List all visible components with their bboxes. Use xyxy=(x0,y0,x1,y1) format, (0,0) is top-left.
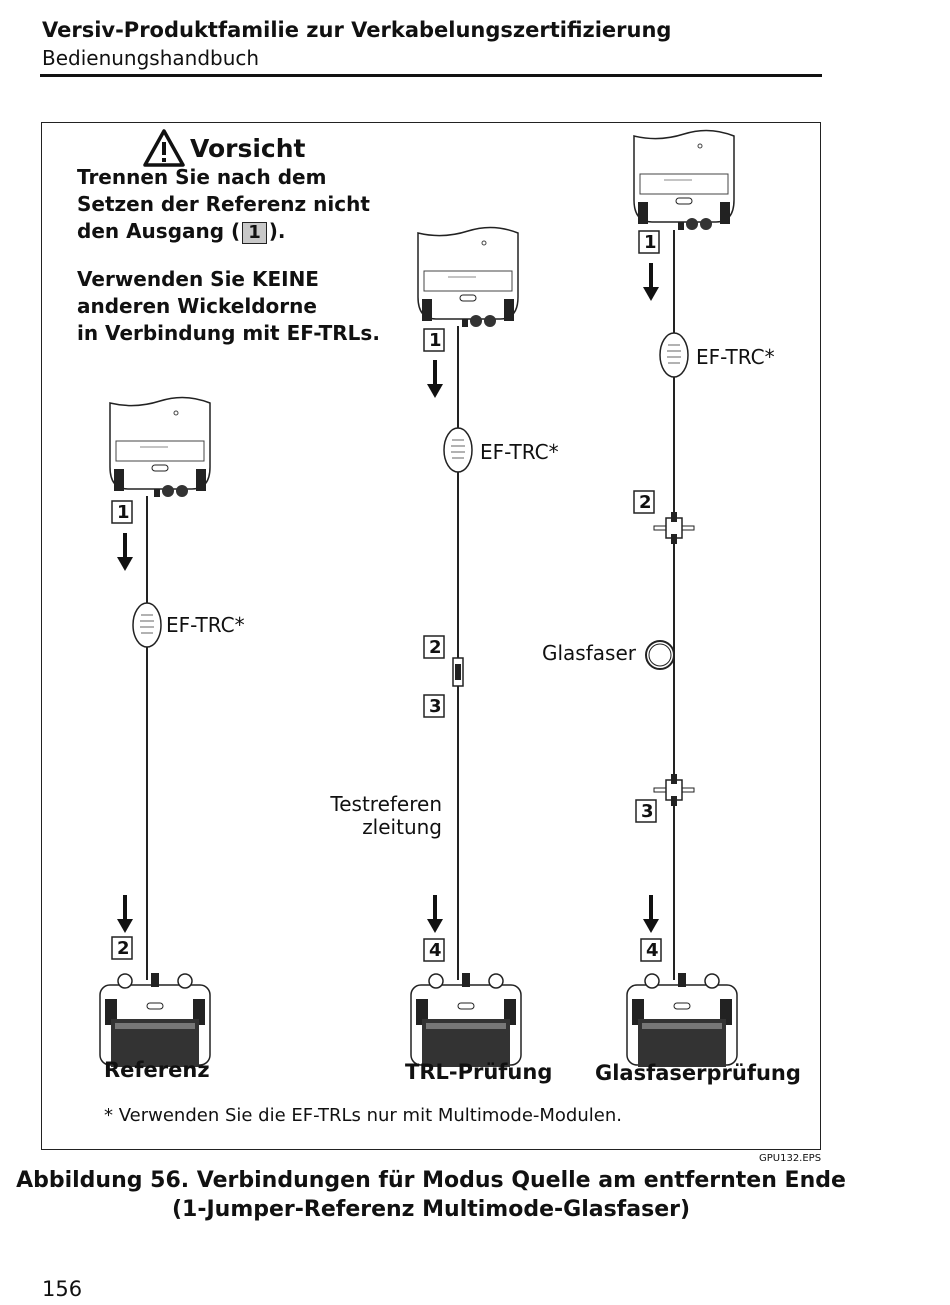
caption-referenz: Referenz xyxy=(104,1058,210,1082)
arrow-gf-1 xyxy=(643,263,659,301)
figure-filename: GPU132.EPS xyxy=(759,1153,822,1164)
testref-label-line-2: zleitung xyxy=(362,815,442,839)
remote-unit-trl xyxy=(417,226,519,328)
fiber-loop-gf xyxy=(645,640,675,670)
step-gf-2: 2 xyxy=(639,492,652,513)
figure-caption-line-2: (1-Jumper-Referenz Multimode-Glasfaser) xyxy=(171,1197,691,1222)
caption-glasfaser: Glasfaserprüfung xyxy=(595,1061,801,1085)
step-trl-1: 1 xyxy=(429,330,442,351)
adapter-gf-2 xyxy=(653,773,695,807)
step-gf-4: 4 xyxy=(646,940,659,961)
caution-line-3: den Ausgang (1). xyxy=(77,218,285,245)
caution-line-3-before: den Ausgang ( xyxy=(77,219,241,243)
trc-gf xyxy=(659,332,689,378)
step-gf-3: 3 xyxy=(641,801,654,822)
main-unit-trl xyxy=(410,972,522,1068)
step-trl-3: 3 xyxy=(429,696,442,717)
header-title: Versiv-Produktfamilie zur Verkabelungsze… xyxy=(42,18,672,42)
fiber-loop-inner-gf xyxy=(648,643,672,667)
footnote: * Verwenden Sie die EF-TRLs nur mit Mult… xyxy=(104,1105,622,1126)
step-ref-2: 2 xyxy=(117,938,130,959)
trc-trl xyxy=(443,427,473,473)
remote-unit-gf xyxy=(633,129,735,231)
adapter-gf-1 xyxy=(653,511,695,545)
trc-label-gf: EF-TRC* xyxy=(696,345,775,369)
arrow-ref-1 xyxy=(117,533,133,571)
main-unit-gf xyxy=(626,972,738,1068)
step-ref-1: 1 xyxy=(117,502,130,523)
caption-trl: TRL-Prüfung xyxy=(405,1060,553,1084)
figure-caption-line-1: Abbildung 56. Verbindungen für Modus Que… xyxy=(16,1168,846,1193)
caution-step-box: 1 xyxy=(242,222,267,244)
trc-label-trl: EF-TRC* xyxy=(480,440,559,464)
header-rule xyxy=(40,74,822,77)
caution-line-6: in Verbindung mit EF-TRLs. xyxy=(77,321,380,345)
figure-frame xyxy=(41,122,821,1150)
step-trl-4: 4 xyxy=(429,940,442,961)
arrow-ref-2 xyxy=(117,895,133,933)
caution-line-1: Trennen Sie nach dem xyxy=(77,165,327,189)
header-subtitle: Bedienungshandbuch xyxy=(42,46,260,70)
main-unit-ref xyxy=(99,972,211,1068)
arrow-trl-2 xyxy=(427,895,443,933)
step-gf-1: 1 xyxy=(644,232,657,253)
step-trl-2: 2 xyxy=(429,637,442,658)
page-number: 156 xyxy=(42,1277,83,1301)
caution-line-5: anderen Wickeldorne xyxy=(77,294,317,318)
caution-line-3-after: ). xyxy=(268,219,286,243)
warning-triangle-icon xyxy=(143,129,185,167)
trc-label-ref: EF-TRC* xyxy=(166,613,245,637)
caution-heading-text: Vorsicht xyxy=(190,133,306,163)
testref-label-line-1: Testreferen xyxy=(330,792,442,816)
coupler-trl xyxy=(452,657,464,687)
remote-unit-ref xyxy=(109,396,211,498)
arrow-gf-2 xyxy=(643,895,659,933)
arrow-trl-1 xyxy=(427,360,443,398)
glasfaser-label: Glasfaser xyxy=(542,641,636,665)
caution-heading: Vorsicht xyxy=(142,128,306,168)
caution-line-2: Setzen der Referenz nicht xyxy=(77,192,370,216)
caution-line-4: Verwenden Sie KEINE xyxy=(77,267,319,291)
trc-ref xyxy=(132,602,162,648)
